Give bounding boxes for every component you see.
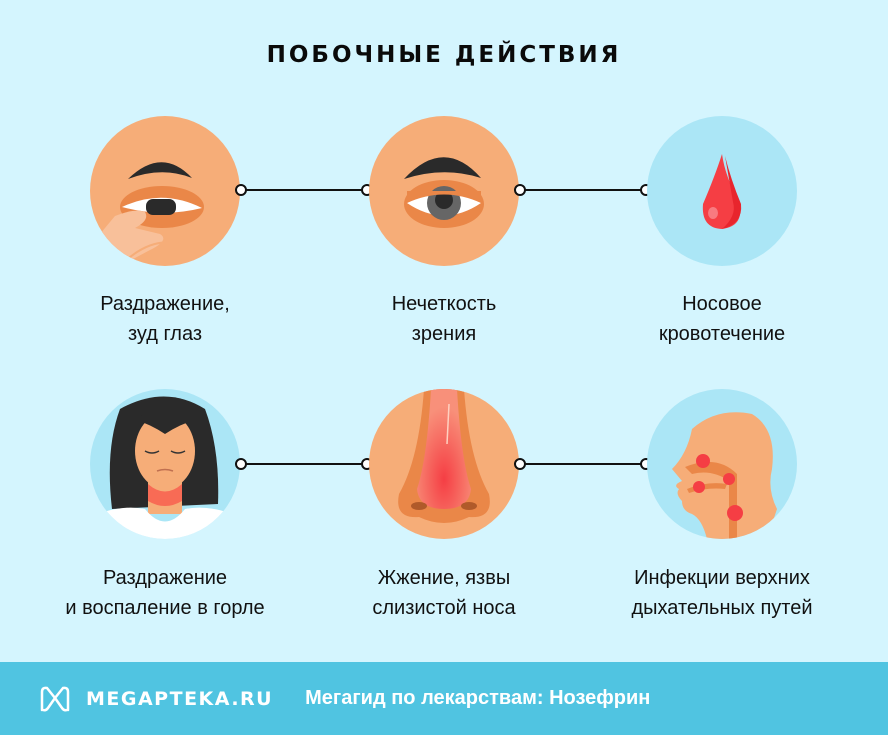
effect-label: Носовое кровотечение	[592, 289, 852, 349]
footer: MEGAPTEKA.RU Мегагид по лекарствам: Нозе…	[0, 662, 888, 735]
respiratory-virus-icon	[647, 389, 797, 539]
connector-line	[513, 184, 653, 196]
connector-line	[234, 458, 374, 470]
effect-label-line: дыхательных путей	[631, 597, 813, 619]
effect-label: Жжение, язвы слизистой носа	[314, 563, 574, 623]
effect-label-line: Раздражение,	[100, 293, 230, 315]
footer-caption: Мегагид по лекарствам: Нозефрин	[305, 687, 651, 709]
page-title: ПОБОЧНЫЕ ДЕЙСТВИЯ	[266, 42, 622, 68]
effect-label-line: Нечеткость	[391, 293, 497, 315]
sore-throat-woman-icon	[90, 389, 240, 539]
effect-label-line: и воспаление в горле	[65, 597, 265, 619]
effect-label-line: зрения	[411, 323, 477, 345]
effect-label-line: Раздражение	[102, 567, 228, 589]
effect-label-line: слизистой носа	[372, 597, 516, 619]
connector-line	[234, 184, 374, 196]
megapteka-logo-icon	[40, 686, 70, 711]
effect-label-line: Носовое	[682, 293, 762, 315]
eye-rubbing-icon	[90, 116, 240, 266]
effect-label-line: зуд глаз	[127, 323, 203, 345]
blood-drop-icon	[647, 116, 797, 266]
effect-label-line: Инфекции верхних	[634, 567, 810, 589]
effect-label: Инфекции верхних дыхательных путей	[592, 563, 852, 623]
effect-label: Раздражение и воспаление в горле	[35, 563, 295, 623]
inflamed-nose-icon	[369, 389, 519, 539]
effect-label: Нечеткость зрения	[314, 289, 574, 349]
effect-label: Раздражение, зуд глаз	[35, 289, 295, 349]
effect-label-line: Жжение, язвы	[377, 567, 511, 589]
brand-name[interactable]: MEGAPTEKA.RU	[86, 687, 274, 710]
effect-label-line: кровотечение	[658, 323, 786, 345]
eye-icon	[369, 116, 519, 266]
connector-line	[513, 458, 653, 470]
